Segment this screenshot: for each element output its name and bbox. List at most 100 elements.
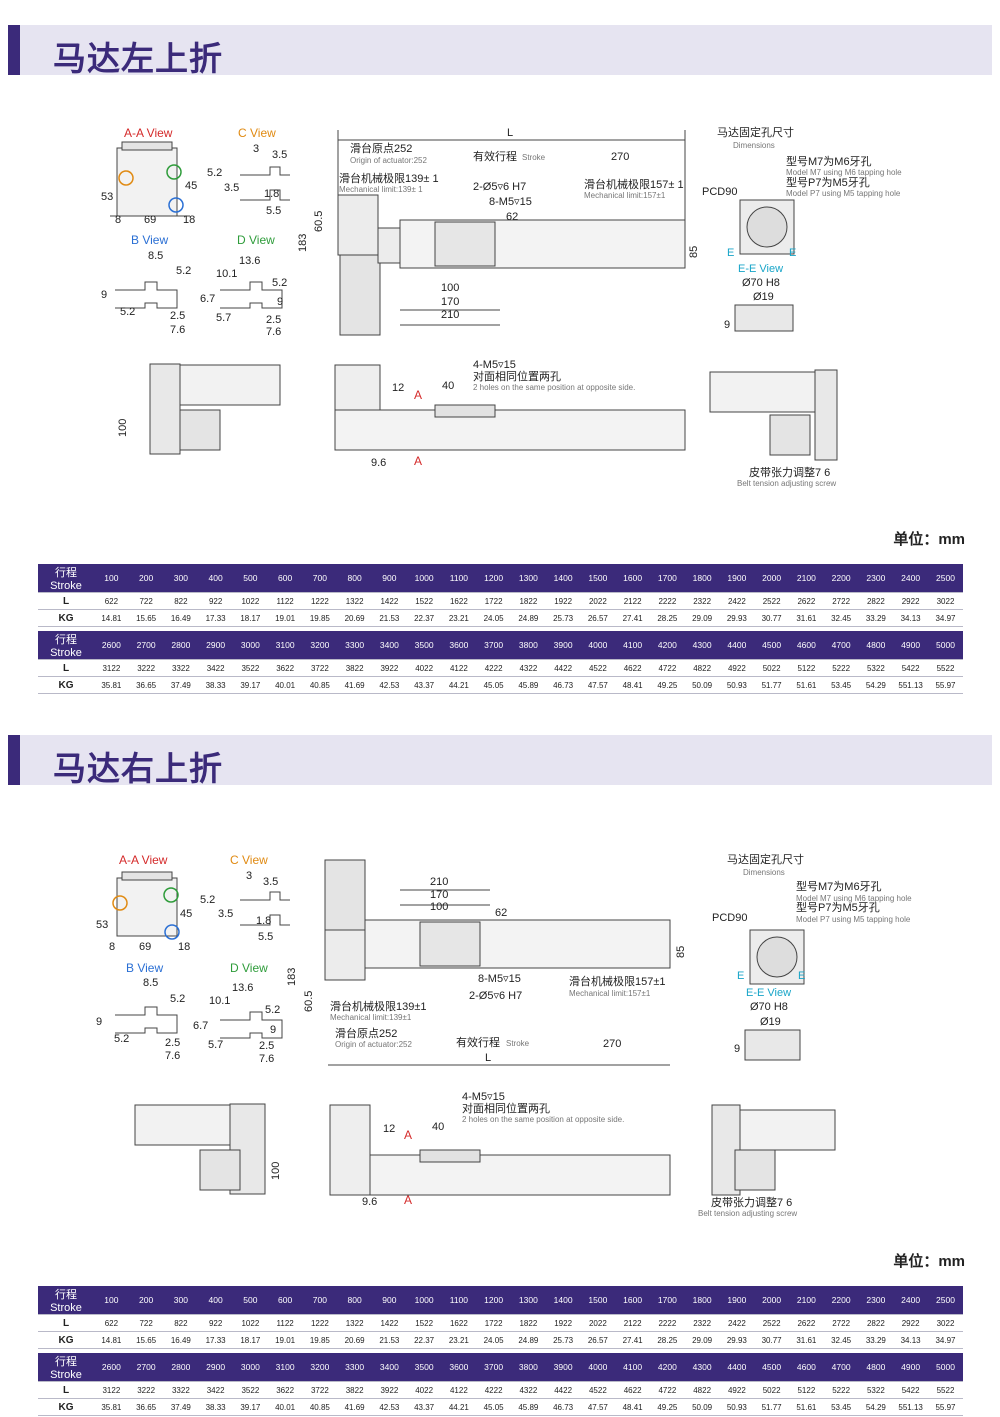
- length-cell: 922: [198, 1314, 233, 1332]
- d-view-label: D View: [237, 233, 275, 247]
- stroke-cell: 300: [163, 564, 199, 593]
- e-mark: E: [737, 970, 745, 982]
- length-cell: 822: [163, 1314, 199, 1332]
- dim-label: 100: [117, 418, 129, 437]
- dim-L: L: [507, 127, 514, 139]
- length-cell: 4422: [545, 659, 581, 677]
- stroke-cell: 2600: [94, 1353, 129, 1382]
- p7-label: 型号P7为M5牙孔: [796, 902, 880, 914]
- dim-label: 9: [277, 296, 284, 308]
- stroke-cell: 3800: [511, 1353, 546, 1382]
- length-cell: 2222: [650, 1314, 685, 1332]
- motor-hole-title-en: Dimensions: [743, 868, 785, 877]
- weight-cell: 30.77: [754, 609, 789, 627]
- length-cell: 722: [128, 1314, 164, 1332]
- weight-cell: 35.81: [94, 1398, 129, 1416]
- stroke-cell: 4500: [754, 1353, 789, 1382]
- row-label: 行程 Stroke: [38, 1353, 94, 1382]
- stroke-cell: 800: [337, 1286, 372, 1315]
- dim-label: 40: [432, 1121, 445, 1133]
- weight-cell: 48.41: [615, 676, 650, 694]
- length-cell: 5522: [928, 659, 963, 677]
- length-cell: 4622: [615, 1381, 650, 1399]
- length-cell: 1522: [406, 1314, 442, 1332]
- row-label: 行程 Stroke: [38, 1286, 94, 1315]
- row-label: 行程 Stroke: [38, 564, 94, 593]
- weight-cell: 37.49: [163, 676, 199, 694]
- belt-label: 皮带张力调整7 6: [749, 467, 831, 479]
- length-cell: 2322: [684, 1314, 720, 1332]
- length-cell: 1422: [372, 592, 407, 610]
- length-cell: 3022: [928, 1314, 963, 1332]
- motor-hole-title-en: Dimensions: [733, 141, 775, 150]
- dim-label: 2.5: [266, 314, 282, 326]
- section-title: 马达右上折: [53, 750, 223, 787]
- dim-label: 45: [185, 180, 198, 192]
- stroke-cell: 1600: [615, 1286, 650, 1315]
- weight-cell: 45.89: [511, 1398, 546, 1416]
- m7-label-en: Model M7 using M6 tapping hole: [796, 894, 912, 903]
- length-cell: 3322: [163, 659, 199, 677]
- dim-label: 69: [139, 941, 152, 953]
- header-accent-bar: [8, 735, 20, 785]
- dim-label: 2.5: [170, 310, 186, 322]
- weight-cell: 40.01: [267, 1398, 303, 1416]
- stroke-cell: 1200: [476, 1286, 511, 1315]
- length-cell: 1122: [267, 592, 303, 610]
- dim-label: 5.5: [258, 931, 274, 943]
- dim-label: 3.5: [224, 182, 240, 194]
- stroke-cell: 3600: [441, 1353, 477, 1382]
- length-cell: 1822: [511, 1314, 546, 1332]
- stroke-cell: 1600: [615, 564, 650, 593]
- stroke-cell: 1700: [650, 1286, 685, 1315]
- stroke-cell: 3400: [372, 631, 407, 660]
- stroke-cell: 3000: [233, 631, 268, 660]
- holes-label-cn: 对面相同位置两孔: [462, 1103, 550, 1115]
- e-mark: E: [727, 247, 735, 259]
- length-cell: 1422: [372, 1314, 407, 1332]
- stroke-cell: 1300: [511, 564, 546, 593]
- stroke-cell: 2900: [198, 1353, 233, 1382]
- length-cell: 2122: [615, 592, 650, 610]
- weight-cell: 39.17: [233, 1398, 268, 1416]
- dim-label: 100: [430, 901, 449, 913]
- weight-cell: 24.05: [476, 609, 511, 627]
- weight-cell: 16.49: [163, 609, 199, 627]
- length-cell: 2522: [754, 592, 789, 610]
- stroke-cell: 5000: [928, 1353, 963, 1382]
- stroke-cell: 600: [267, 564, 303, 593]
- dim-label: 7.6: [170, 324, 186, 336]
- stroke-cell: 200: [128, 564, 164, 593]
- dim-label: 6.7: [193, 1020, 209, 1032]
- length-cell: 3422: [198, 1381, 233, 1399]
- length-cell: 2722: [823, 592, 859, 610]
- length-cell: 1122: [267, 1314, 303, 1332]
- length-cell: 1922: [545, 1314, 581, 1332]
- length-cell: 3122: [94, 659, 129, 677]
- length-cell: 3822: [337, 1381, 372, 1399]
- dim-label: 85: [675, 945, 687, 958]
- stroke-cell: 2100: [789, 1286, 824, 1315]
- dim-label: 3.5: [272, 149, 288, 161]
- weight-cell: 15.65: [128, 609, 164, 627]
- stroke-cell: 100: [94, 1286, 129, 1315]
- length-cell: 4922: [719, 659, 755, 677]
- length-cell: 4622: [615, 659, 650, 677]
- stroke-cell: 2800: [163, 1353, 199, 1382]
- dim-label: Ø70 H8: [742, 277, 780, 289]
- weight-cell: 29.93: [719, 1331, 755, 1349]
- stroke-cell: 1000: [406, 564, 442, 593]
- ee-view-label: E-E View: [738, 263, 784, 275]
- dim-label: 53: [96, 919, 109, 931]
- b-view-label: B View: [131, 233, 169, 247]
- weight-cell: 17.33: [198, 1331, 233, 1349]
- dim-label: 270: [611, 151, 630, 163]
- stroke-cell: 5000: [928, 631, 963, 660]
- length-cell: 4822: [684, 1381, 720, 1399]
- length-cell: 5122: [789, 659, 824, 677]
- stroke-cell: 1800: [684, 1286, 720, 1315]
- belt-label-en: Belt tension adjusting screw: [698, 1209, 798, 1218]
- weight-cell: 51.61: [789, 1398, 824, 1416]
- weight-cell: 551.13: [893, 676, 928, 694]
